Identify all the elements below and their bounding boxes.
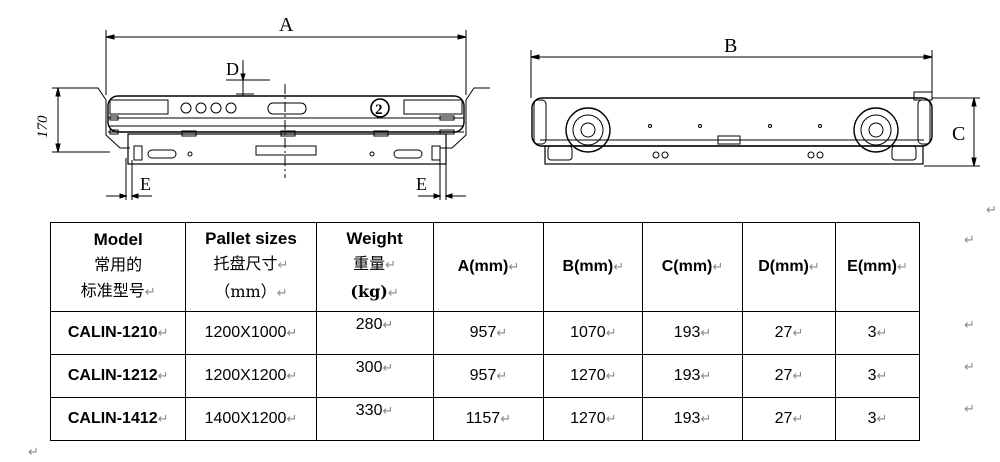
- dim-label-b: B: [724, 35, 737, 57]
- cell-c: 193↵: [642, 354, 743, 398]
- cell-pallet: 1200X1200↵: [185, 354, 317, 398]
- cell-pallet: 1200X1000↵: [185, 311, 317, 355]
- paragraph-mark: ↵: [964, 318, 975, 333]
- paragraph-mark: ↵: [28, 445, 39, 460]
- cell-b: 1070↵: [543, 311, 644, 355]
- dim-label-a: A: [279, 14, 294, 36]
- header-b: B(mm)↵: [543, 222, 644, 312]
- cell-b: 1270↵: [543, 397, 644, 441]
- cell-a: 1157↵: [432, 397, 545, 441]
- cell-model: CALIN-1212↵: [49, 354, 187, 398]
- paragraph-mark: ↵: [964, 233, 975, 248]
- cell-weight: 280↵: [315, 311, 434, 355]
- cell-weight: 330↵: [315, 397, 434, 441]
- cell-c: 193↵: [642, 311, 743, 355]
- table-row: CALIN-1210↵ 1200X1000↵ 280↵ 957↵ 1070↵ 1…: [49, 311, 1000, 355]
- paragraph-mark: ↵: [986, 203, 997, 218]
- header-pallet-sizes: Pallet sizes 托盘尺寸↵ （mm）↵: [185, 222, 317, 312]
- dim-label-e-left: E: [140, 174, 151, 194]
- technical-drawing: A B C D E E 170 2: [35, 14, 980, 200]
- cell-d: 27↵: [741, 354, 837, 398]
- table-header-row: Model 常用的 标准型号↵ Pallet sizes 托盘尺寸↵ （mm）↵…: [49, 222, 1000, 312]
- dim-label-d: D: [226, 59, 239, 79]
- cell-b: 1270↵: [543, 354, 644, 398]
- spec-table: Model 常用的 标准型号↵ Pallet sizes 托盘尺寸↵ （mm）↵…: [49, 222, 1000, 441]
- dim-label-170: 170: [35, 115, 51, 138]
- cell-d: 27↵: [741, 311, 837, 355]
- cell-weight: 300↵: [315, 354, 434, 398]
- header-model: Model 常用的 标准型号↵: [49, 222, 187, 312]
- cell-e: 3↵: [835, 354, 920, 398]
- header-a: A(mm)↵: [432, 222, 545, 312]
- cell-a: 957↵: [432, 311, 545, 355]
- header-weight: Weight 重量↵ (kg)↵: [315, 222, 434, 312]
- cell-c: 193↵: [642, 397, 743, 441]
- table-row: CALIN-1212↵ 1200X1200↵ 300↵ 957↵ 1270↵ 1…: [49, 354, 1000, 398]
- header-d: D(mm)↵: [741, 222, 837, 312]
- paragraph-mark: ↵: [964, 360, 975, 375]
- header-e: E(mm)↵: [835, 222, 920, 312]
- dim-label-c: C: [952, 123, 965, 145]
- cell-model: CALIN-1210↵: [49, 311, 187, 355]
- cell-e: 3↵: [835, 311, 920, 355]
- table-row: CALIN-1412↵ 1400X1200↵ 330↵ 1157↵ 1270↵ …: [49, 397, 1000, 441]
- cell-pallet: 1400X1200↵: [185, 397, 317, 441]
- cell-d: 27↵: [741, 397, 837, 441]
- cell-a: 957↵: [432, 354, 545, 398]
- dim-label-e-right: E: [416, 174, 427, 194]
- paragraph-mark: ↵: [964, 402, 975, 417]
- cell-e: 3↵: [835, 397, 920, 441]
- badge-number: 2: [375, 102, 383, 118]
- cell-model: CALIN-1412↵: [49, 397, 187, 441]
- header-c: C(mm)↵: [642, 222, 743, 312]
